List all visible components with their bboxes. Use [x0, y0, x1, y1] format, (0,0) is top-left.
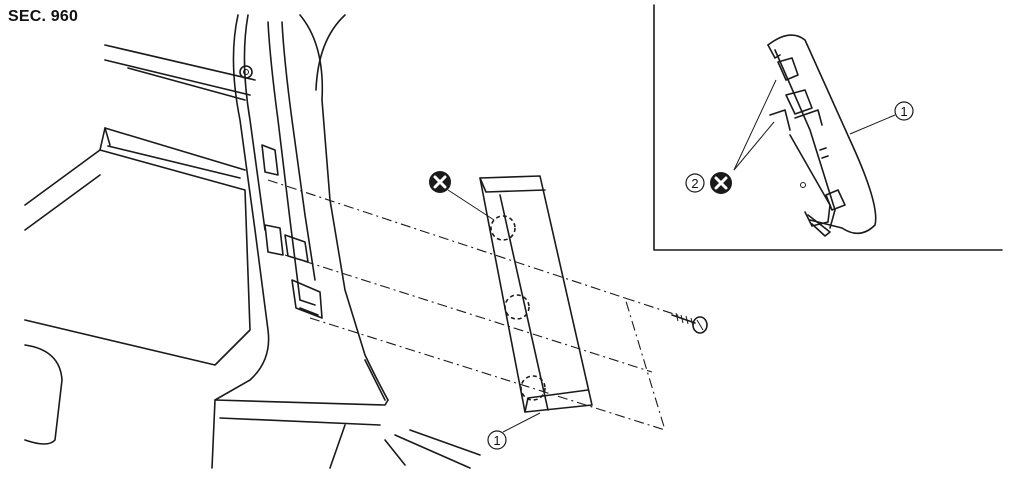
callout-number: 1: [900, 104, 907, 119]
inset-part-callout-1: 1: [894, 101, 914, 121]
clip-location: [490, 215, 516, 241]
circled-x-icon: [710, 172, 732, 194]
screw-icon: [671, 312, 708, 334]
installation-guide-lines: [267, 179, 681, 431]
leader-line: [447, 189, 495, 221]
pillar-trim-part: [479, 175, 593, 413]
clip-location: [504, 294, 530, 320]
clip-location: [520, 375, 546, 401]
section-label: SEC. 960: [8, 8, 79, 25]
callout-number: 1: [493, 433, 500, 448]
callout-number: 2: [691, 176, 698, 191]
circled-x-icon: [429, 171, 451, 193]
part-callout-1: 1: [487, 412, 541, 450]
vehicle-body: [24, 14, 481, 469]
inset-clip-callout-2: 2: [685, 173, 705, 193]
detail-inset: [653, 4, 1003, 251]
